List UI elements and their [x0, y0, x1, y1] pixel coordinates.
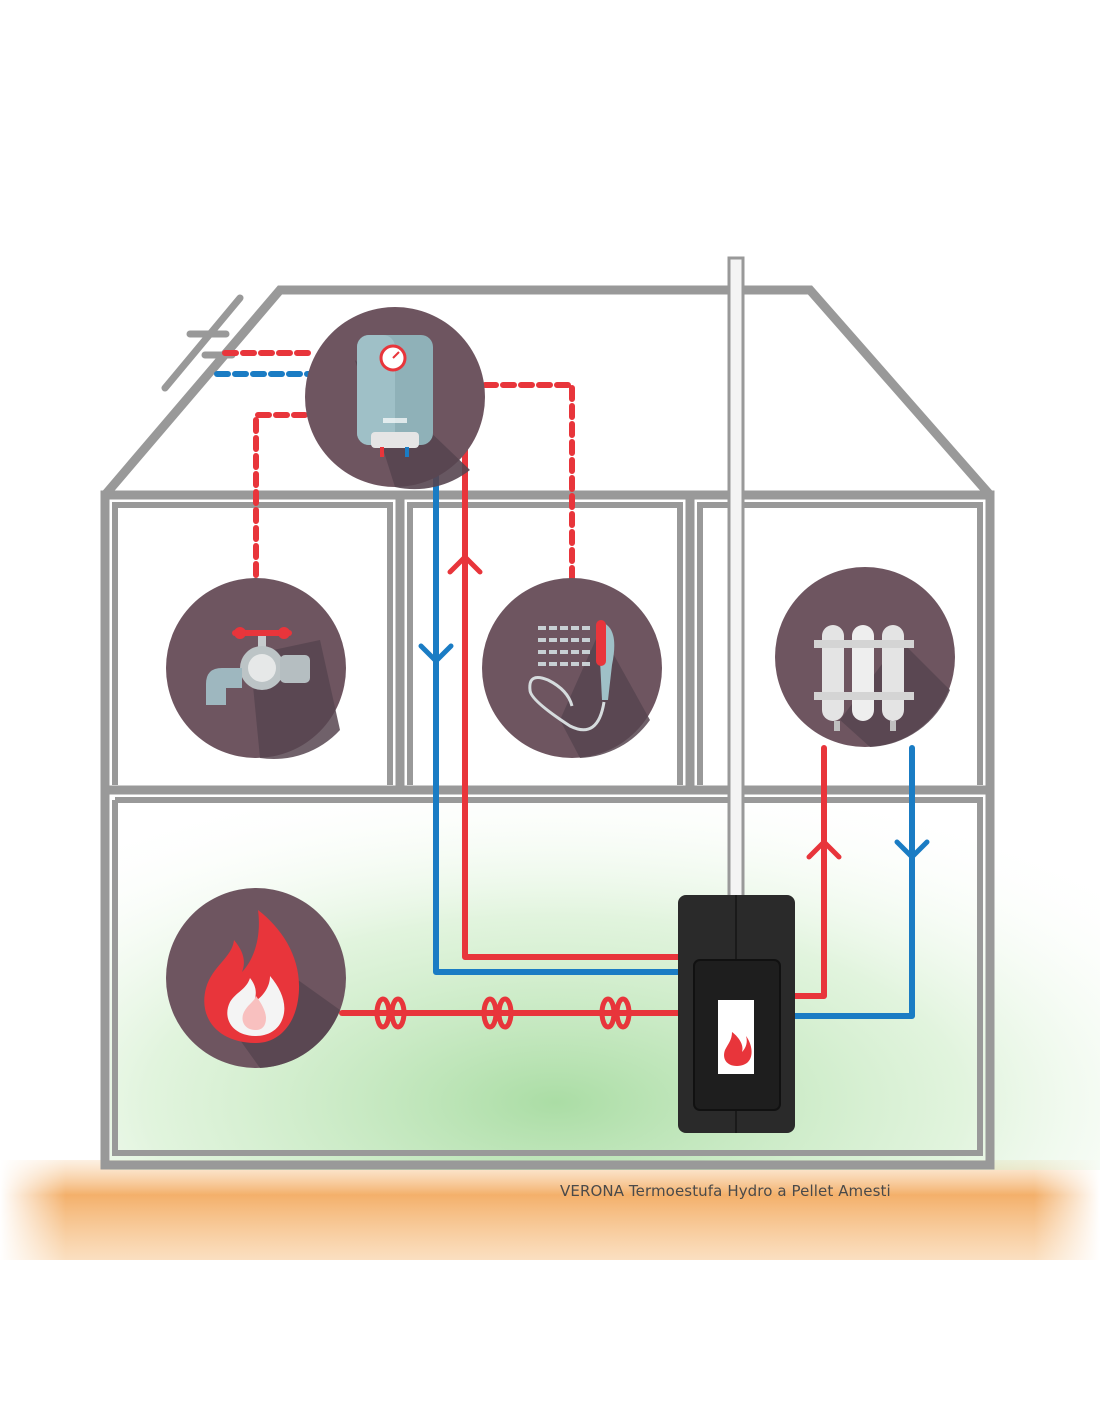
product-caption: VERONA Termoestufa Hydro a Pellet Amesti: [560, 1182, 891, 1200]
water-heater-icon: [305, 307, 485, 490]
flow-arrows: [418, 554, 930, 860]
water-tap-icon: [166, 578, 346, 760]
house-outline: [100, 285, 995, 1170]
room-walls: [112, 502, 983, 1156]
pellet-stove-icon: [678, 895, 795, 1133]
coils: [374, 996, 632, 1030]
shower-icon: [482, 578, 662, 758]
ground: [0, 1160, 1100, 1260]
fire-icon: [166, 888, 346, 1068]
radiator-icon: [775, 567, 955, 747]
chimney-flue: [727, 256, 745, 902]
pipes: [214, 350, 915, 1019]
